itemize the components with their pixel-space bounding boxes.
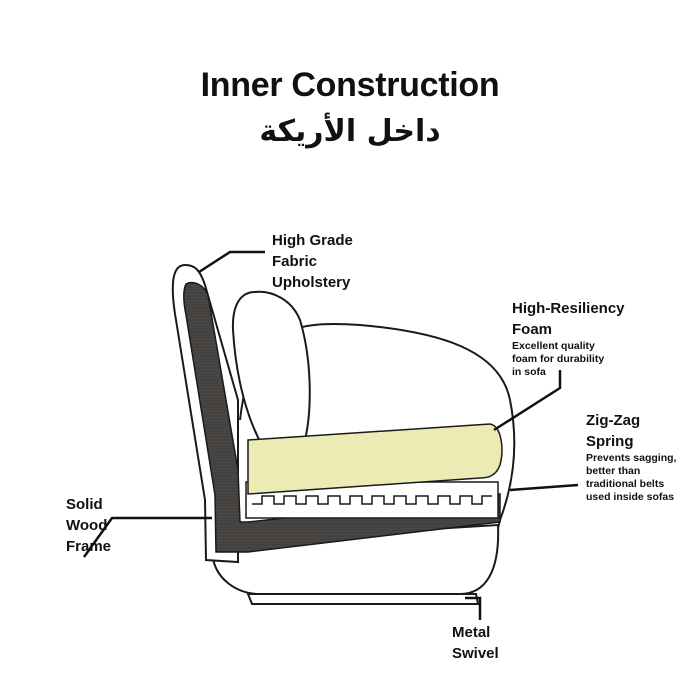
callout-spring	[509, 483, 579, 492]
label-spring-line-2: Spring	[586, 433, 634, 450]
label-zigzag-spring: Zig-Zag Spring Prevents sagging, better …	[586, 410, 676, 504]
callout-frame	[82, 516, 212, 558]
label-frame-line-1: Solid	[66, 496, 103, 513]
label-swivel-line-1: Metal	[452, 624, 491, 641]
label-metal-swivel: Metal Swivel	[452, 622, 499, 664]
label-spring-desc-1: Prevents sagging,	[586, 452, 677, 464]
swivel-base	[246, 593, 480, 605]
label-spring-desc-3: traditional belts	[586, 478, 665, 490]
label-spring-desc-4: used inside sofas	[586, 491, 675, 503]
label-hr-foam: High-Resiliency Foam Excellent quality f…	[512, 298, 625, 379]
label-foam-line-2: Foam	[512, 321, 553, 338]
label-foam-desc-3: in sofa	[512, 366, 546, 378]
label-fabric-line-1: High Grade	[272, 232, 353, 249]
label-frame-line-3: Frame	[66, 538, 112, 555]
diagram-subtitle-arabic: داخل الأريكة	[259, 114, 441, 149]
diagram-title: Inner Construction	[200, 66, 500, 104]
label-spring-desc-2: better than	[586, 465, 641, 477]
label-fabric-line-3: Upholstery	[272, 274, 351, 291]
label-foam-line-1: High-Resiliency	[512, 300, 625, 317]
label-foam-desc-2: foam for durability	[512, 353, 605, 365]
label-fabric-line-2: Fabric	[272, 253, 318, 270]
label-fabric-upholstery: High Grade Fabric Upholstery	[272, 230, 353, 293]
label-solid-wood-frame: Solid Wood Frame	[66, 494, 111, 557]
callout-foam	[493, 370, 562, 432]
label-frame-line-2: Wood	[66, 517, 108, 534]
label-spring-line-1: Zig-Zag	[586, 412, 641, 429]
callout-swivel	[465, 596, 482, 620]
callout-fabric	[198, 250, 265, 274]
label-swivel-line-2: Swivel	[452, 645, 499, 662]
back-cushion	[231, 290, 311, 447]
wood-frame	[183, 281, 501, 553]
label-foam-desc-1: Excellent quality	[512, 340, 595, 352]
zigzag-spring	[252, 495, 492, 505]
